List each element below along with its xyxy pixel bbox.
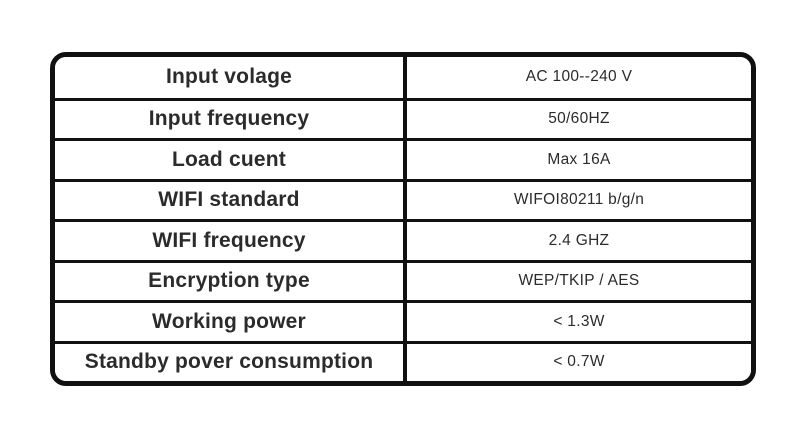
specification-table: Input volage AC 100--240 V Input frequen… [50,52,756,386]
spec-label-load-current: Load cuent [55,138,407,179]
spec-label-input-frequency: Input frequency [55,97,407,138]
spec-value-input-frequency: 50/60HZ [407,97,751,138]
spec-value-encryption-type: WEP/TKIP / AES [407,259,751,300]
spec-label-working-power: Working power [55,300,407,341]
spec-value-standby-power: < 0.7W [407,340,751,381]
spec-value-input-voltage: AC 100--240 V [407,57,751,98]
spec-label-input-voltage: Input volage [55,57,407,98]
spec-value-wifi-standard: WIFOI80211 b/g/n [407,178,751,219]
spec-label-standby-power: Standby pover consumption [55,340,407,381]
spec-value-working-power: < 1.3W [407,300,751,341]
spec-value-wifi-frequency: 2.4 GHZ [407,219,751,260]
spec-value-load-current: Max 16A [407,138,751,179]
spec-label-wifi-standard: WIFI standard [55,178,407,219]
spec-label-encryption-type: Encryption type [55,259,407,300]
spec-label-wifi-frequency: WIFI frequency [55,219,407,260]
